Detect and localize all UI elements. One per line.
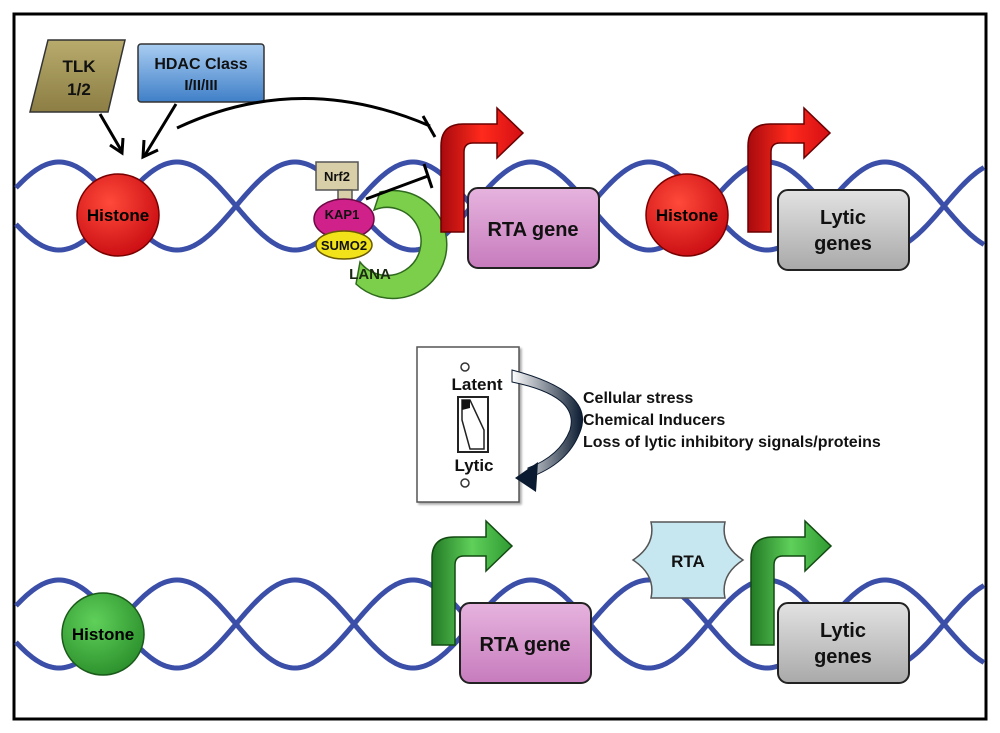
lana-inhibition-line xyxy=(365,163,434,201)
lytic-label: Lytic xyxy=(454,456,493,475)
hdac-label: HDAC Class xyxy=(154,56,247,73)
tlk-label: TLK xyxy=(62,57,96,76)
lytic-genes-label: Lytic xyxy=(820,207,866,229)
histone-label: Histone xyxy=(72,625,134,644)
rta-gene-box-top: RTA gene xyxy=(467,187,600,269)
rta-gene-box-bottom: RTA gene xyxy=(459,602,592,684)
nrf2-box xyxy=(315,161,359,191)
lana-label: LANA xyxy=(349,266,391,283)
switch-transition-arrow xyxy=(511,369,584,492)
latent-lytic-switch: Latent Lytic xyxy=(416,346,520,503)
histone-active: Histone xyxy=(61,592,145,676)
rta-protein: RTA xyxy=(631,521,745,599)
lana-complex: LANA Nrf2 KAP1 SUMO2 xyxy=(313,161,448,300)
tlk-label-sub: 1/2 xyxy=(67,80,91,99)
sumo2-shape xyxy=(315,230,373,260)
lytic-genes-label: Lytic xyxy=(820,620,866,642)
rta-promoter-arrow-inactive xyxy=(440,106,525,233)
lytic-promoter-arrow-active xyxy=(750,519,833,646)
histone-label: Histone xyxy=(87,206,149,225)
nrf2-label: Nrf2 xyxy=(324,169,350,184)
lytic-genes-box-top: Lytic genes xyxy=(777,189,910,271)
lytic-genes-label-sub: genes xyxy=(814,233,872,255)
hdac-to-histone-arrow xyxy=(141,103,178,160)
histone-label: Histone xyxy=(656,206,718,225)
kap1-label: KAP1 xyxy=(325,207,360,222)
hdac-inhibition-line xyxy=(176,97,437,138)
lytic-genes-box-bottom: Lytic genes xyxy=(777,602,910,684)
trigger-list: Cellular stress Chemical Inducers Loss o… xyxy=(583,390,881,451)
histone-repressed-2: Histone xyxy=(645,173,729,257)
lana-shape xyxy=(355,189,448,300)
histone-repressed-1: Histone xyxy=(76,173,160,257)
tlk-to-histone-arrow xyxy=(98,113,125,156)
rta-promoter-arrow-active xyxy=(431,519,514,646)
rta-gene-label: RTA gene xyxy=(487,219,578,241)
trigger-item: Chemical Inducers xyxy=(583,412,725,429)
tlk-kinase: TLK 1/2 xyxy=(29,39,126,113)
lytic-promoter-arrow-inactive xyxy=(747,106,832,233)
rta-gene-label: RTA gene xyxy=(479,634,570,656)
rta-protein-label: RTA xyxy=(671,552,705,571)
latent-label: Latent xyxy=(452,375,503,394)
trigger-item: Cellular stress xyxy=(583,390,693,407)
trigger-item: Loss of lytic inhibitory signals/protein… xyxy=(583,434,881,451)
lytic-genes-label-sub: genes xyxy=(814,646,872,668)
hdac-box: HDAC Class I/II/III xyxy=(137,43,265,103)
sumo2-label: SUMO2 xyxy=(321,238,367,253)
hdac-label-sub: I/II/III xyxy=(184,77,217,94)
